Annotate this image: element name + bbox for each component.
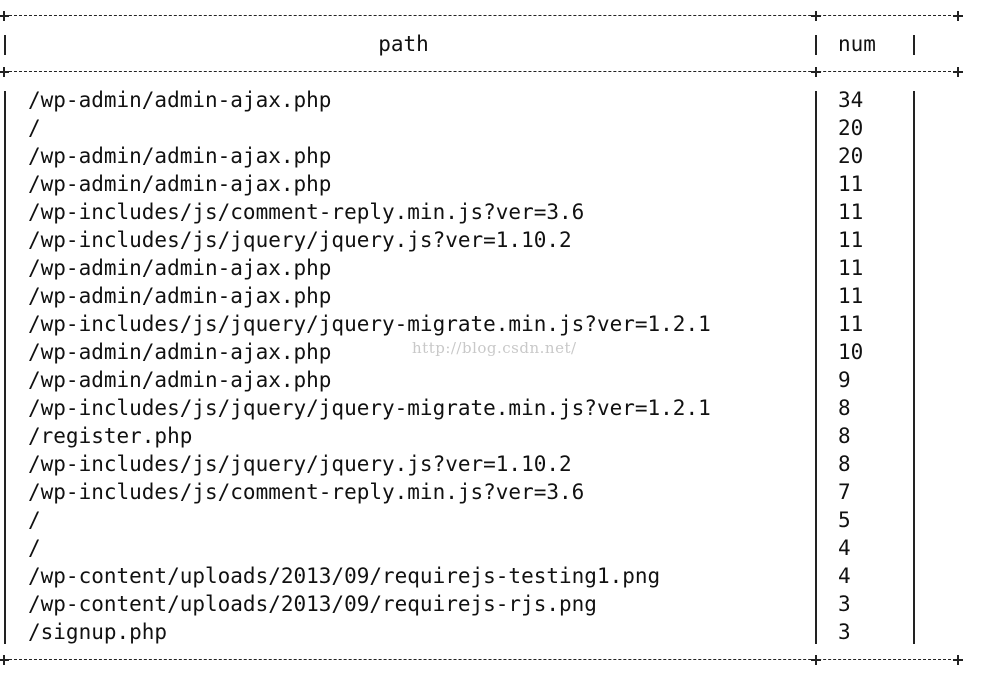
table-cell-path: /wp-includes/js/jquery/jquery-migrate.mi… — [28, 312, 711, 336]
column-header-path: path — [378, 32, 429, 56]
border-junction — [811, 655, 821, 665]
table-cell-path: /wp-content/uploads/2013/09/requirejs-rj… — [28, 592, 597, 616]
table-cell-num: 20 — [838, 116, 864, 140]
table-cell-num: 9 — [838, 368, 851, 392]
table-cell-num: 11 — [838, 312, 864, 336]
table-cell-path: /wp-admin/admin-ajax.php — [28, 172, 332, 196]
column-divider — [4, 35, 6, 55]
table-cell-path: /wp-admin/admin-ajax.php — [28, 88, 332, 112]
border-junction — [811, 11, 821, 21]
table-cell-num: 3 — [838, 592, 851, 616]
column-divider — [4, 91, 6, 644]
table-cell-num: 11 — [838, 172, 864, 196]
table-cell-path: /wp-includes/js/comment-reply.min.js?ver… — [28, 200, 585, 224]
column-divider — [913, 35, 915, 55]
watermark-text: http://blog.csdn.net/ — [412, 339, 577, 357]
table-cell-num: 3 — [838, 620, 851, 644]
table-cell-num: 4 — [838, 564, 851, 588]
border-junction — [953, 67, 963, 77]
table-cell-path: /wp-includes/js/jquery/jquery-migrate.mi… — [28, 396, 711, 420]
table-cell-path: / — [28, 508, 41, 532]
table-cell-num: 20 — [838, 144, 864, 168]
table-cell-num: 8 — [838, 424, 851, 448]
border-junction — [811, 67, 821, 77]
table-cell-num: 11 — [838, 200, 864, 224]
column-divider — [815, 35, 817, 55]
table-cell-num: 11 — [838, 284, 864, 308]
border-junction — [953, 655, 963, 665]
border-junction — [0, 655, 9, 665]
table-cell-path: / — [28, 116, 41, 140]
table-header-separator — [4, 71, 961, 72]
table-cell-path: /signup.php — [28, 620, 168, 644]
border-junction — [0, 67, 9, 77]
table-cell-path: /wp-admin/admin-ajax.php — [28, 340, 332, 364]
table-cell-num: 11 — [838, 228, 864, 252]
table-cell-path: /wp-admin/admin-ajax.php — [28, 284, 332, 308]
border-junction — [0, 11, 9, 21]
table-cell-path: /wp-includes/js/jquery/jquery.js?ver=1.1… — [28, 228, 572, 252]
table-cell-num: 8 — [838, 396, 851, 420]
table-cell-path: /wp-includes/js/comment-reply.min.js?ver… — [28, 480, 585, 504]
table-cell-path: / — [28, 536, 41, 560]
table-cell-num: 8 — [838, 452, 851, 476]
border-junction — [953, 11, 963, 21]
table-cell-path: /wp-content/uploads/2013/09/requirejs-te… — [28, 564, 661, 588]
table-cell-num: 11 — [838, 256, 864, 280]
column-divider — [913, 91, 915, 644]
table-bottom-border — [4, 659, 961, 660]
table-cell-num: 7 — [838, 480, 851, 504]
table-cell-path: /register.php — [28, 424, 193, 448]
column-header-num: num — [838, 32, 876, 56]
table-cell-path: /wp-includes/js/jquery/jquery.js?ver=1.1… — [28, 452, 572, 476]
table-cell-num: 5 — [838, 508, 851, 532]
table-cell-num: 4 — [838, 536, 851, 560]
table-top-border — [4, 15, 961, 16]
column-divider — [815, 91, 817, 644]
table-cell-num: 34 — [838, 88, 864, 112]
table-cell-path: /wp-admin/admin-ajax.php — [28, 144, 332, 168]
table-cell-path: /wp-admin/admin-ajax.php — [28, 256, 332, 280]
table-cell-path: /wp-admin/admin-ajax.php — [28, 368, 332, 392]
table-cell-num: 10 — [838, 340, 864, 364]
